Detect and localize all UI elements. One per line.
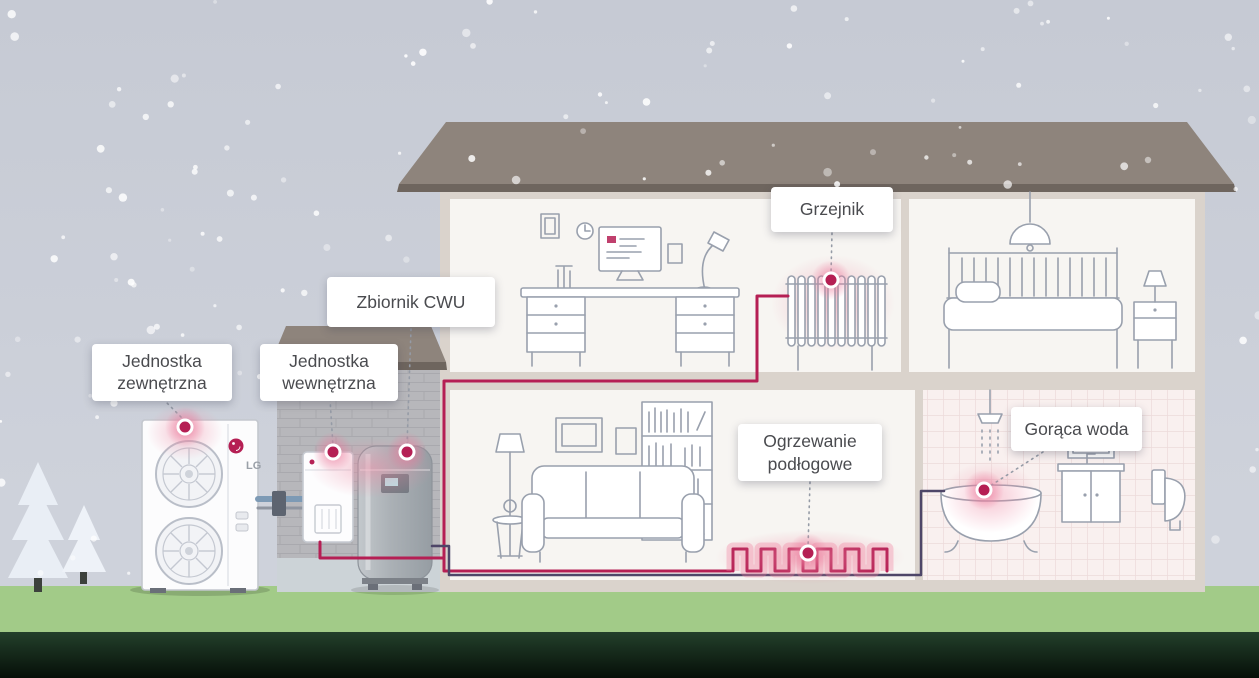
- lower-partition-wall: [915, 390, 923, 580]
- floor-lamp: [495, 433, 525, 557]
- hotspot-outdoor-unit: [165, 407, 205, 447]
- monitor: [598, 226, 662, 281]
- pipe-floor-heating-feed: [442, 556, 733, 573]
- outdoor-unit: LG: [130, 419, 270, 596]
- label-hot-water: Gorąca woda: [1011, 407, 1142, 451]
- wall-frame: [540, 213, 560, 239]
- sofa: [521, 465, 705, 563]
- shower: [977, 389, 1003, 463]
- hotspot-hot-water: [964, 470, 1004, 510]
- label-indoor-unit: Jednostka wewnętrzna: [260, 344, 398, 401]
- desk-books: [555, 265, 573, 289]
- lg-logo-mark: [228, 438, 244, 454]
- hotspots: [165, 260, 1004, 573]
- bed: [943, 247, 1123, 369]
- pipe-radiator-supply: [318, 294, 790, 560]
- house: [440, 191, 1205, 592]
- hotspot-indoor-unit: [313, 432, 353, 472]
- pillow: [955, 281, 1001, 303]
- floor-divider: [440, 372, 1205, 390]
- desk: [520, 287, 740, 367]
- hotspot-dhw-tank: [387, 432, 427, 472]
- wall-frame-small: [615, 427, 637, 455]
- label-floor-heating-text: Ogrzewanie podłogowe: [763, 431, 857, 474]
- pipe-hot-water: [430, 489, 946, 577]
- label-outdoor-unit: Jednostka zewnętrzna: [92, 344, 232, 401]
- upper-partition-wall: [901, 199, 909, 372]
- roof: [397, 122, 1236, 192]
- pine-trees: [8, 462, 106, 592]
- label-dhw-tank: Zbiornik CWU: [327, 277, 495, 327]
- label-outdoor-unit-text: Jednostka zewnętrzna: [117, 351, 207, 394]
- label-hot-water-text: Gorąca woda: [1024, 418, 1129, 439]
- bedroom: [943, 191, 1177, 369]
- label-dhw-tank-text: Zbiornik CWU: [356, 291, 466, 312]
- lg-logo-text: LG: [246, 460, 261, 472]
- hotspot-radiator: [811, 260, 851, 300]
- desk-frame: [667, 243, 683, 264]
- dark-foreground: [0, 632, 1259, 678]
- label-floor-heating: Ogrzewanie podłogowe: [738, 424, 882, 481]
- office-room: [520, 213, 740, 367]
- living-room: [492, 401, 713, 563]
- label-radiator-text: Grzejnik: [799, 199, 865, 220]
- hotspot-floor-heating: [788, 533, 828, 573]
- snowflakes: [0, 0, 1259, 576]
- refrigerant-pipes: [255, 491, 306, 516]
- toilet: [1151, 469, 1186, 531]
- label-indoor-unit-text: Jednostka wewnętrzna: [282, 351, 376, 394]
- bedside-lamp: [1143, 270, 1167, 287]
- grass: [0, 586, 1259, 636]
- pendant-lamp: [1009, 191, 1051, 252]
- nightstand: [1133, 270, 1177, 369]
- wall-frame: [555, 417, 603, 453]
- label-radiator: Grzejnik: [771, 187, 893, 232]
